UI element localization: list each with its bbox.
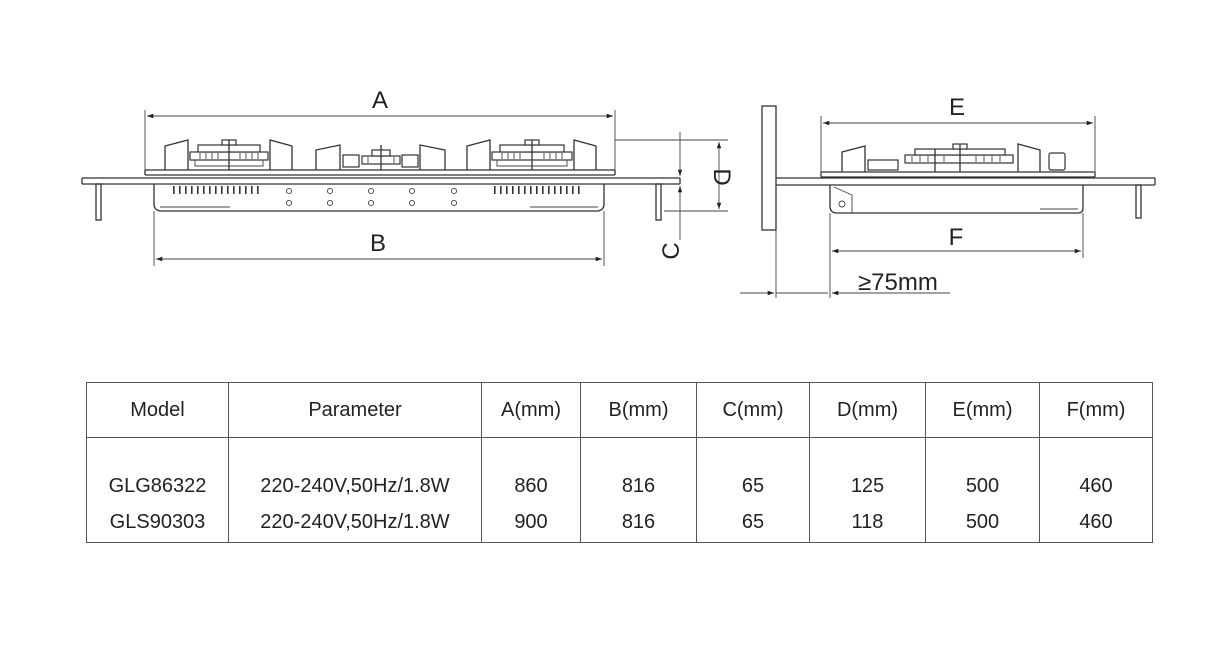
cell-b: 816 (580, 437, 697, 502)
dimension-label-c: C (658, 242, 685, 259)
dimension-c: C (658, 132, 685, 260)
table-header-row: Model Parameter A(mm) B(mm) C(mm) D(mm) … (86, 382, 1153, 438)
cell-model: GLG86322 (86, 437, 229, 502)
cell-parameter: 220-240V,50Hz/1.8W (228, 437, 482, 502)
dimension-label-d: D (708, 168, 735, 185)
side-view: E F ≥75mm (740, 94, 1156, 298)
burner-left-icon (164, 139, 293, 170)
dimension-label-f: F (949, 224, 964, 251)
cell-c: 65 (696, 502, 810, 543)
burner-middle-icon (315, 144, 446, 170)
header-a: A(mm) (481, 382, 581, 438)
dimension-f: F (829, 213, 1084, 298)
header-b: B(mm) (580, 382, 697, 438)
cell-c: 65 (696, 437, 810, 502)
table-row: GLS90303 220-240V,50Hz/1.8W 900 816 65 1… (86, 502, 1153, 543)
cell-model: GLS90303 (86, 502, 229, 543)
dimension-b: B (153, 211, 605, 266)
dimension-label-a: A (372, 87, 388, 114)
dimension-e: E (820, 94, 1096, 172)
cell-a: 860 (481, 437, 581, 502)
dimension-clearance: ≥75mm (740, 230, 950, 298)
cell-d: 118 (809, 502, 926, 543)
header-e: E(mm) (925, 382, 1040, 438)
dimension-label-b: B (370, 230, 386, 257)
vent-slots-left (173, 186, 259, 194)
header-model: Model (86, 382, 229, 438)
cell-d: 125 (809, 437, 926, 502)
hob-dimension-diagram: A B D C (81, 87, 1156, 298)
cell-b: 816 (580, 502, 697, 543)
front-view: A B D C (81, 87, 735, 266)
cell-f: 460 (1039, 502, 1153, 543)
header-parameter: Parameter (228, 382, 482, 438)
burner-right-icon (466, 139, 597, 170)
vent-slots-right (494, 186, 580, 194)
dimension-label-e: E (949, 94, 965, 121)
cell-f: 460 (1039, 437, 1153, 502)
header-c: C(mm) (696, 382, 810, 438)
cell-e: 500 (925, 437, 1040, 502)
control-holes (285, 187, 458, 207)
table-row: GLG86322 220-240V,50Hz/1.8W 860 816 65 1… (86, 437, 1153, 502)
clearance-label: ≥75mm (858, 269, 938, 296)
dimension-d: D (615, 139, 735, 212)
spec-table: Model Parameter A(mm) B(mm) C(mm) D(mm) … (86, 382, 1153, 543)
side-burners-icon (841, 143, 1066, 172)
header-f: F(mm) (1039, 382, 1153, 438)
cell-a: 900 (481, 502, 581, 543)
cell-parameter: 220-240V,50Hz/1.8W (228, 502, 482, 543)
cell-e: 500 (925, 502, 1040, 543)
header-d: D(mm) (809, 382, 926, 438)
